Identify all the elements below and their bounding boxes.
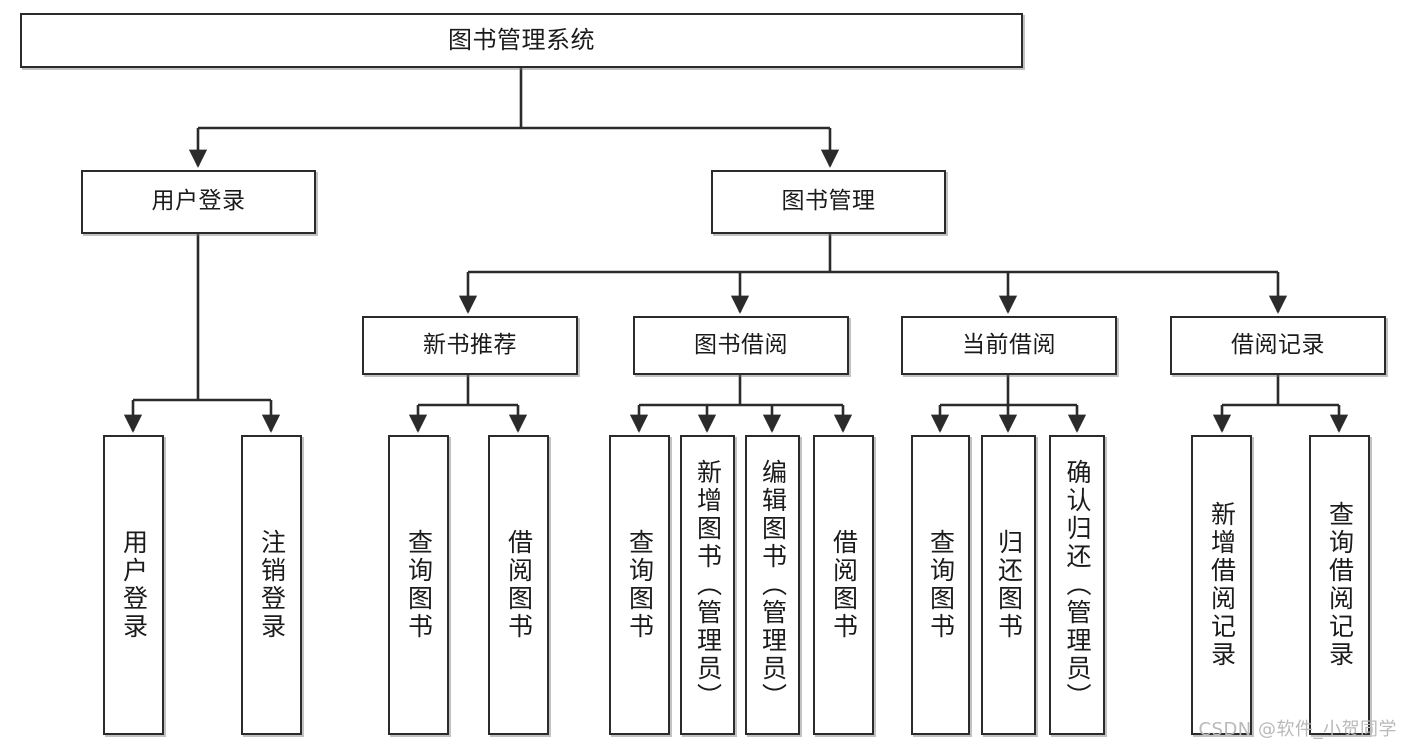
node-book-borrow[interactable]: 图书借阅 [633,316,849,375]
leaf-borrow-borrow-book[interactable]: 借阅图书 [813,435,874,735]
node-book-management-label: 图书管理 [781,188,876,215]
leaf-new-book-borrow[interactable]: 借阅图书 [488,435,549,735]
leaf-label: 注销登录 [257,529,287,641]
node-borrow-record-label: 借阅记录 [1231,331,1325,358]
leaf-label: 查询图书 [926,529,956,641]
leaf-label: 编辑图书（管理员） [758,459,788,711]
leaf-user-login-signin[interactable]: 用户登录 [103,435,164,735]
node-root-label: 图书管理系统 [448,26,595,55]
leaf-new-book-query[interactable]: 查询图书 [388,435,449,735]
leaf-user-login-signout[interactable]: 注销登录 [241,435,302,735]
leaf-borrow-query-book[interactable]: 查询图书 [609,435,670,735]
leaf-label: 确认归还（管理员） [1063,459,1092,711]
leaf-label: 用户登录 [119,529,149,641]
leaf-label: 查询图书 [404,529,434,641]
leaf-label: 新增图书（管理员） [693,459,723,711]
leaf-borrow-add-book[interactable]: 新增图书（管理员） [680,435,735,735]
leaf-label: 新增借阅记录 [1207,501,1237,669]
leaf-current-query-book[interactable]: 查询图书 [911,435,970,735]
node-user-login[interactable]: 用户登录 [81,170,316,234]
leaf-borrow-edit-book[interactable]: 编辑图书（管理员） [745,435,800,735]
leaf-label: 借阅图书 [829,529,859,641]
leaf-current-return-book[interactable]: 归还图书 [981,435,1036,735]
node-borrow-record[interactable]: 借阅记录 [1170,316,1386,375]
leaf-record-add[interactable]: 新增借阅记录 [1191,435,1252,735]
node-new-book-recommend-label: 新书推荐 [423,331,517,358]
leaf-label: 归还图书 [994,529,1024,641]
csdn-watermark: CSDN @软件_小贺同学 [1198,719,1397,740]
node-current-borrow-label: 当前借阅 [962,331,1056,358]
node-new-book-recommend[interactable]: 新书推荐 [362,316,578,375]
node-book-management[interactable]: 图书管理 [711,170,946,234]
node-root[interactable]: 图书管理系统 [20,13,1023,68]
leaf-record-query[interactable]: 查询借阅记录 [1309,435,1370,735]
leaf-current-confirm-return[interactable]: 确认归还（管理员） [1049,435,1105,735]
node-current-borrow[interactable]: 当前借阅 [901,316,1117,375]
leaf-label: 借阅图书 [504,529,534,641]
leaf-label: 查询借阅记录 [1325,501,1355,669]
leaf-label: 查询图书 [625,529,655,641]
node-user-login-label: 用户登录 [151,188,246,215]
node-book-borrow-label: 图书借阅 [694,331,788,358]
